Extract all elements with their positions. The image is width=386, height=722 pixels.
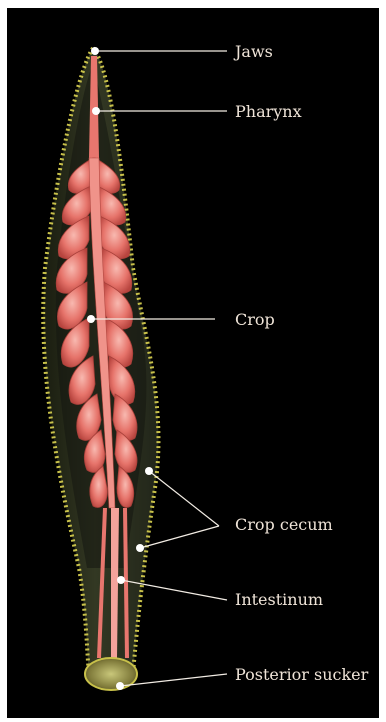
dot-crop [87, 315, 95, 323]
leech-anatomy-diagram: Jaws Pharynx Crop Crop cecum Intestinum … [7, 8, 379, 718]
label-jaws: Jaws [235, 43, 273, 61]
dot-posterior-sucker [116, 682, 124, 690]
label-crop-cecum: Crop cecum [235, 516, 333, 534]
dot-intestinum [117, 576, 125, 584]
leech-illustration [7, 8, 379, 718]
leader-crop-cecum-upper [149, 471, 219, 526]
dot-jaws [91, 47, 99, 55]
label-posterior-sucker: Posterior sucker [235, 666, 368, 684]
label-intestinum: Intestinum [235, 591, 323, 609]
label-crop: Crop [235, 311, 275, 329]
dot-crop-cecum-upper [145, 467, 153, 475]
leader-crop-cecum-lower [140, 526, 219, 548]
dot-crop-cecum-lower [136, 544, 144, 552]
label-pharynx: Pharynx [235, 103, 302, 121]
dot-pharynx [92, 107, 100, 115]
